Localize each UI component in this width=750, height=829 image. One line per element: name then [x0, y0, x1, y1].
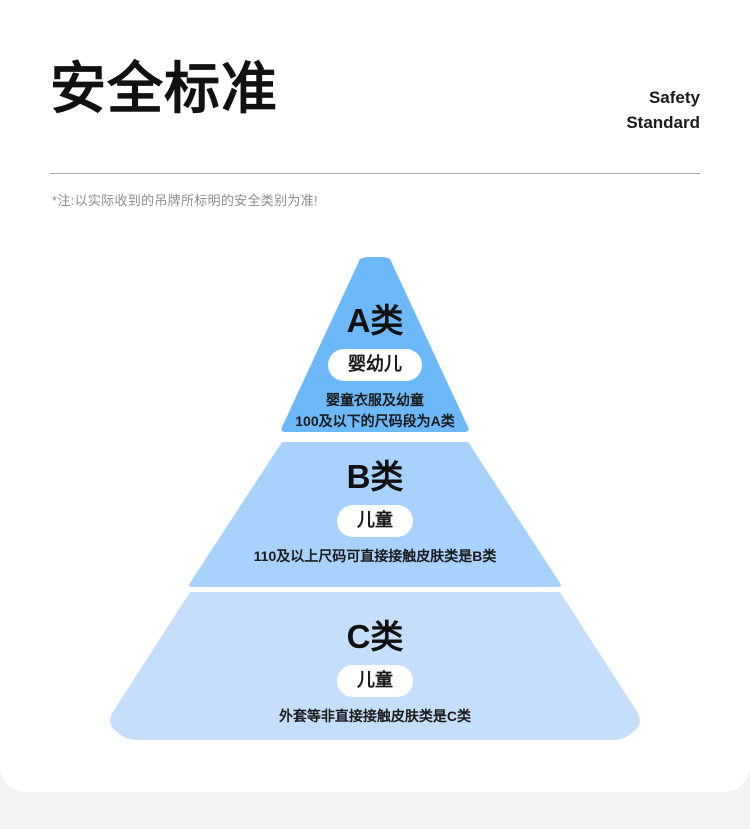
tier-b-title: B类 — [346, 458, 404, 495]
page-title: 安全标准 — [50, 57, 278, 120]
tier-b-description: 110及以上尺码可直接接触皮肤类是B类 — [0, 546, 750, 567]
tier-a-content: A类 婴幼儿 婴童衣服及幼童 100及以下的尺码段为A类 — [0, 257, 750, 432]
tier-a-pill: 婴幼儿 — [328, 349, 422, 381]
tier-a-description: 婴童衣服及幼童 100及以下的尺码段为A类 — [0, 390, 750, 432]
tier-c-content: C类 儿童 外套等非直接接触皮肤类是C类 — [0, 592, 750, 727]
tier-a-title: A类 — [346, 302, 404, 339]
tier-a-description-line1: 婴童衣服及幼童 — [326, 391, 424, 408]
tier-a-shape — [281, 257, 469, 432]
tier-b-pill: 儿童 — [337, 505, 413, 537]
disclaimer-note: *注:以实际收到的吊牌所标明的安全类别为准! — [52, 193, 318, 208]
page-title-english: Safety Standard — [470, 86, 700, 135]
tier-b-description-line1: 110及以上尺码可直接接触皮肤类是B类 — [253, 547, 497, 564]
tier-a-description-line2: 100及以下的尺码段为A类 — [295, 412, 455, 429]
content-card: 安全标准 Safety Standard *注:以实际收到的吊牌所标明的安全类别… — [0, 0, 750, 792]
header-divider — [50, 173, 700, 174]
pyramid-tier-c: C类 儿童 外套等非直接接触皮肤类是C类 — [0, 592, 750, 740]
tier-b-content: B类 儿童 110及以上尺码可直接接触皮肤类是B类 — [0, 442, 750, 567]
page-title-english-line2: Standard — [626, 112, 700, 132]
safety-pyramid-diagram: A类 婴幼儿 婴童衣服及幼童 100及以下的尺码段为A类 B类 儿童 110及以… — [0, 252, 750, 747]
tier-c-description: 外套等非直接接触皮肤类是C类 — [0, 706, 750, 727]
tier-c-title: C类 — [346, 618, 404, 655]
pyramid-tier-b: B类 儿童 110及以上尺码可直接接触皮肤类是B类 — [0, 442, 750, 587]
pyramid-tier-a: A类 婴幼儿 婴童衣服及幼童 100及以下的尺码段为A类 — [0, 257, 750, 432]
tier-c-description-line1: 外套等非直接接触皮肤类是C类 — [278, 707, 472, 724]
page-title-english-line1: Safety — [648, 88, 700, 107]
tier-c-pill: 儿童 — [337, 665, 413, 697]
page-header: 安全标准 Safety Standard — [50, 57, 700, 160]
